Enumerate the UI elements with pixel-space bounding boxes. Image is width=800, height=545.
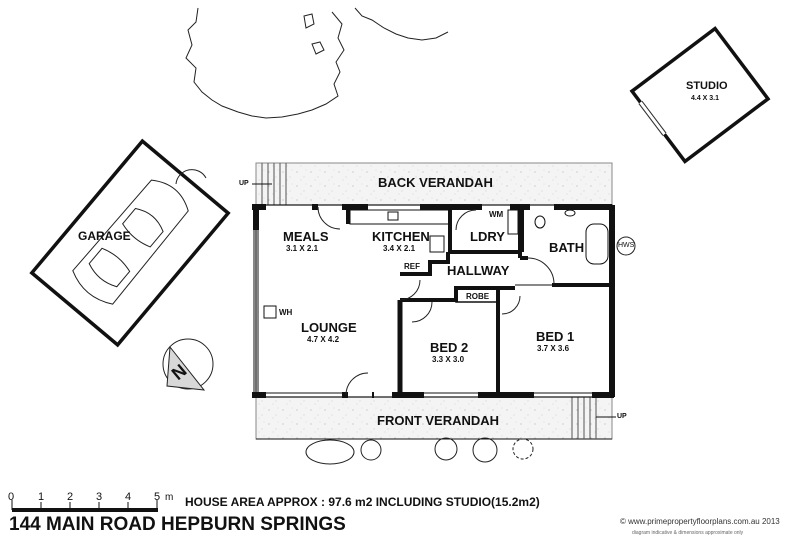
area-note: HOUSE AREA APPROX : 97.6 m2 INCLUDING ST…	[185, 495, 540, 509]
back-steps	[252, 163, 287, 205]
front-verandah-label: FRONT VERANDAH	[377, 413, 500, 428]
compass	[162, 338, 214, 391]
studio	[629, 26, 771, 164]
tree-right	[354, 7, 449, 41]
garage	[29, 138, 231, 348]
wm-label: WM	[489, 210, 504, 219]
lounge-label: LOUNGE	[301, 320, 357, 335]
address-title: 144 MAIN ROAD HEPBURN SPRINGS	[9, 514, 346, 535]
front-steps	[571, 397, 616, 439]
copyright: © www.primepropertyfloorplans.com.au 201…	[620, 517, 780, 526]
shrubs	[305, 437, 534, 465]
laundry-label: LDRY	[470, 229, 505, 244]
up-back-label: UP	[239, 180, 249, 187]
bed1-label: BED 1	[536, 329, 575, 344]
back-verandah-label: BACK VERANDAH	[378, 175, 493, 190]
hallway-label: HALLWAY	[447, 263, 510, 278]
scale-tick: 0	[8, 491, 15, 503]
studio-size: 4.4 X 3.1	[691, 95, 720, 102]
meals-label: MEALS	[283, 229, 329, 244]
lounge-size: 4.7 X 4.2	[307, 335, 340, 344]
scale-tick: 3	[96, 491, 103, 503]
garage-label: GARAGE	[78, 229, 131, 243]
scale-tick: 2	[67, 491, 74, 503]
back-verandah	[255, 162, 613, 206]
door-arcs	[317, 206, 555, 396]
bed2-label: BED 2	[430, 340, 469, 355]
wh-label: WH	[279, 308, 293, 317]
kitchen-label: KITCHEN	[372, 229, 430, 244]
up-front-label: UP	[617, 413, 627, 420]
disclaimer: diagram indicative & dimensions approxim…	[632, 530, 744, 536]
scale-bar	[11, 500, 158, 512]
meals-size: 3.1 X 2.1	[286, 244, 319, 253]
kitchen-size: 3.4 X 2.1	[383, 244, 416, 253]
scale-tick: 5	[154, 491, 161, 503]
car-icon	[72, 179, 189, 305]
scale-tick: 4	[125, 491, 132, 503]
bath-label: BATH	[549, 240, 585, 255]
robe-label: ROBE	[466, 292, 490, 301]
interior-walls	[263, 207, 612, 392]
scale-tick: 1	[38, 491, 45, 503]
hws-label: HWS	[618, 242, 635, 249]
tree-left	[185, 7, 345, 119]
hws-marker	[616, 236, 636, 256]
front-verandah	[255, 396, 613, 440]
bed1-size: 3.7 X 3.6	[537, 344, 570, 353]
studio-label: STUDIO	[686, 80, 728, 92]
bed2-size: 3.3 X 3.0	[432, 355, 465, 364]
house-walls	[252, 204, 615, 398]
ref-label: REF	[404, 262, 420, 271]
scale-unit: m	[165, 492, 174, 503]
